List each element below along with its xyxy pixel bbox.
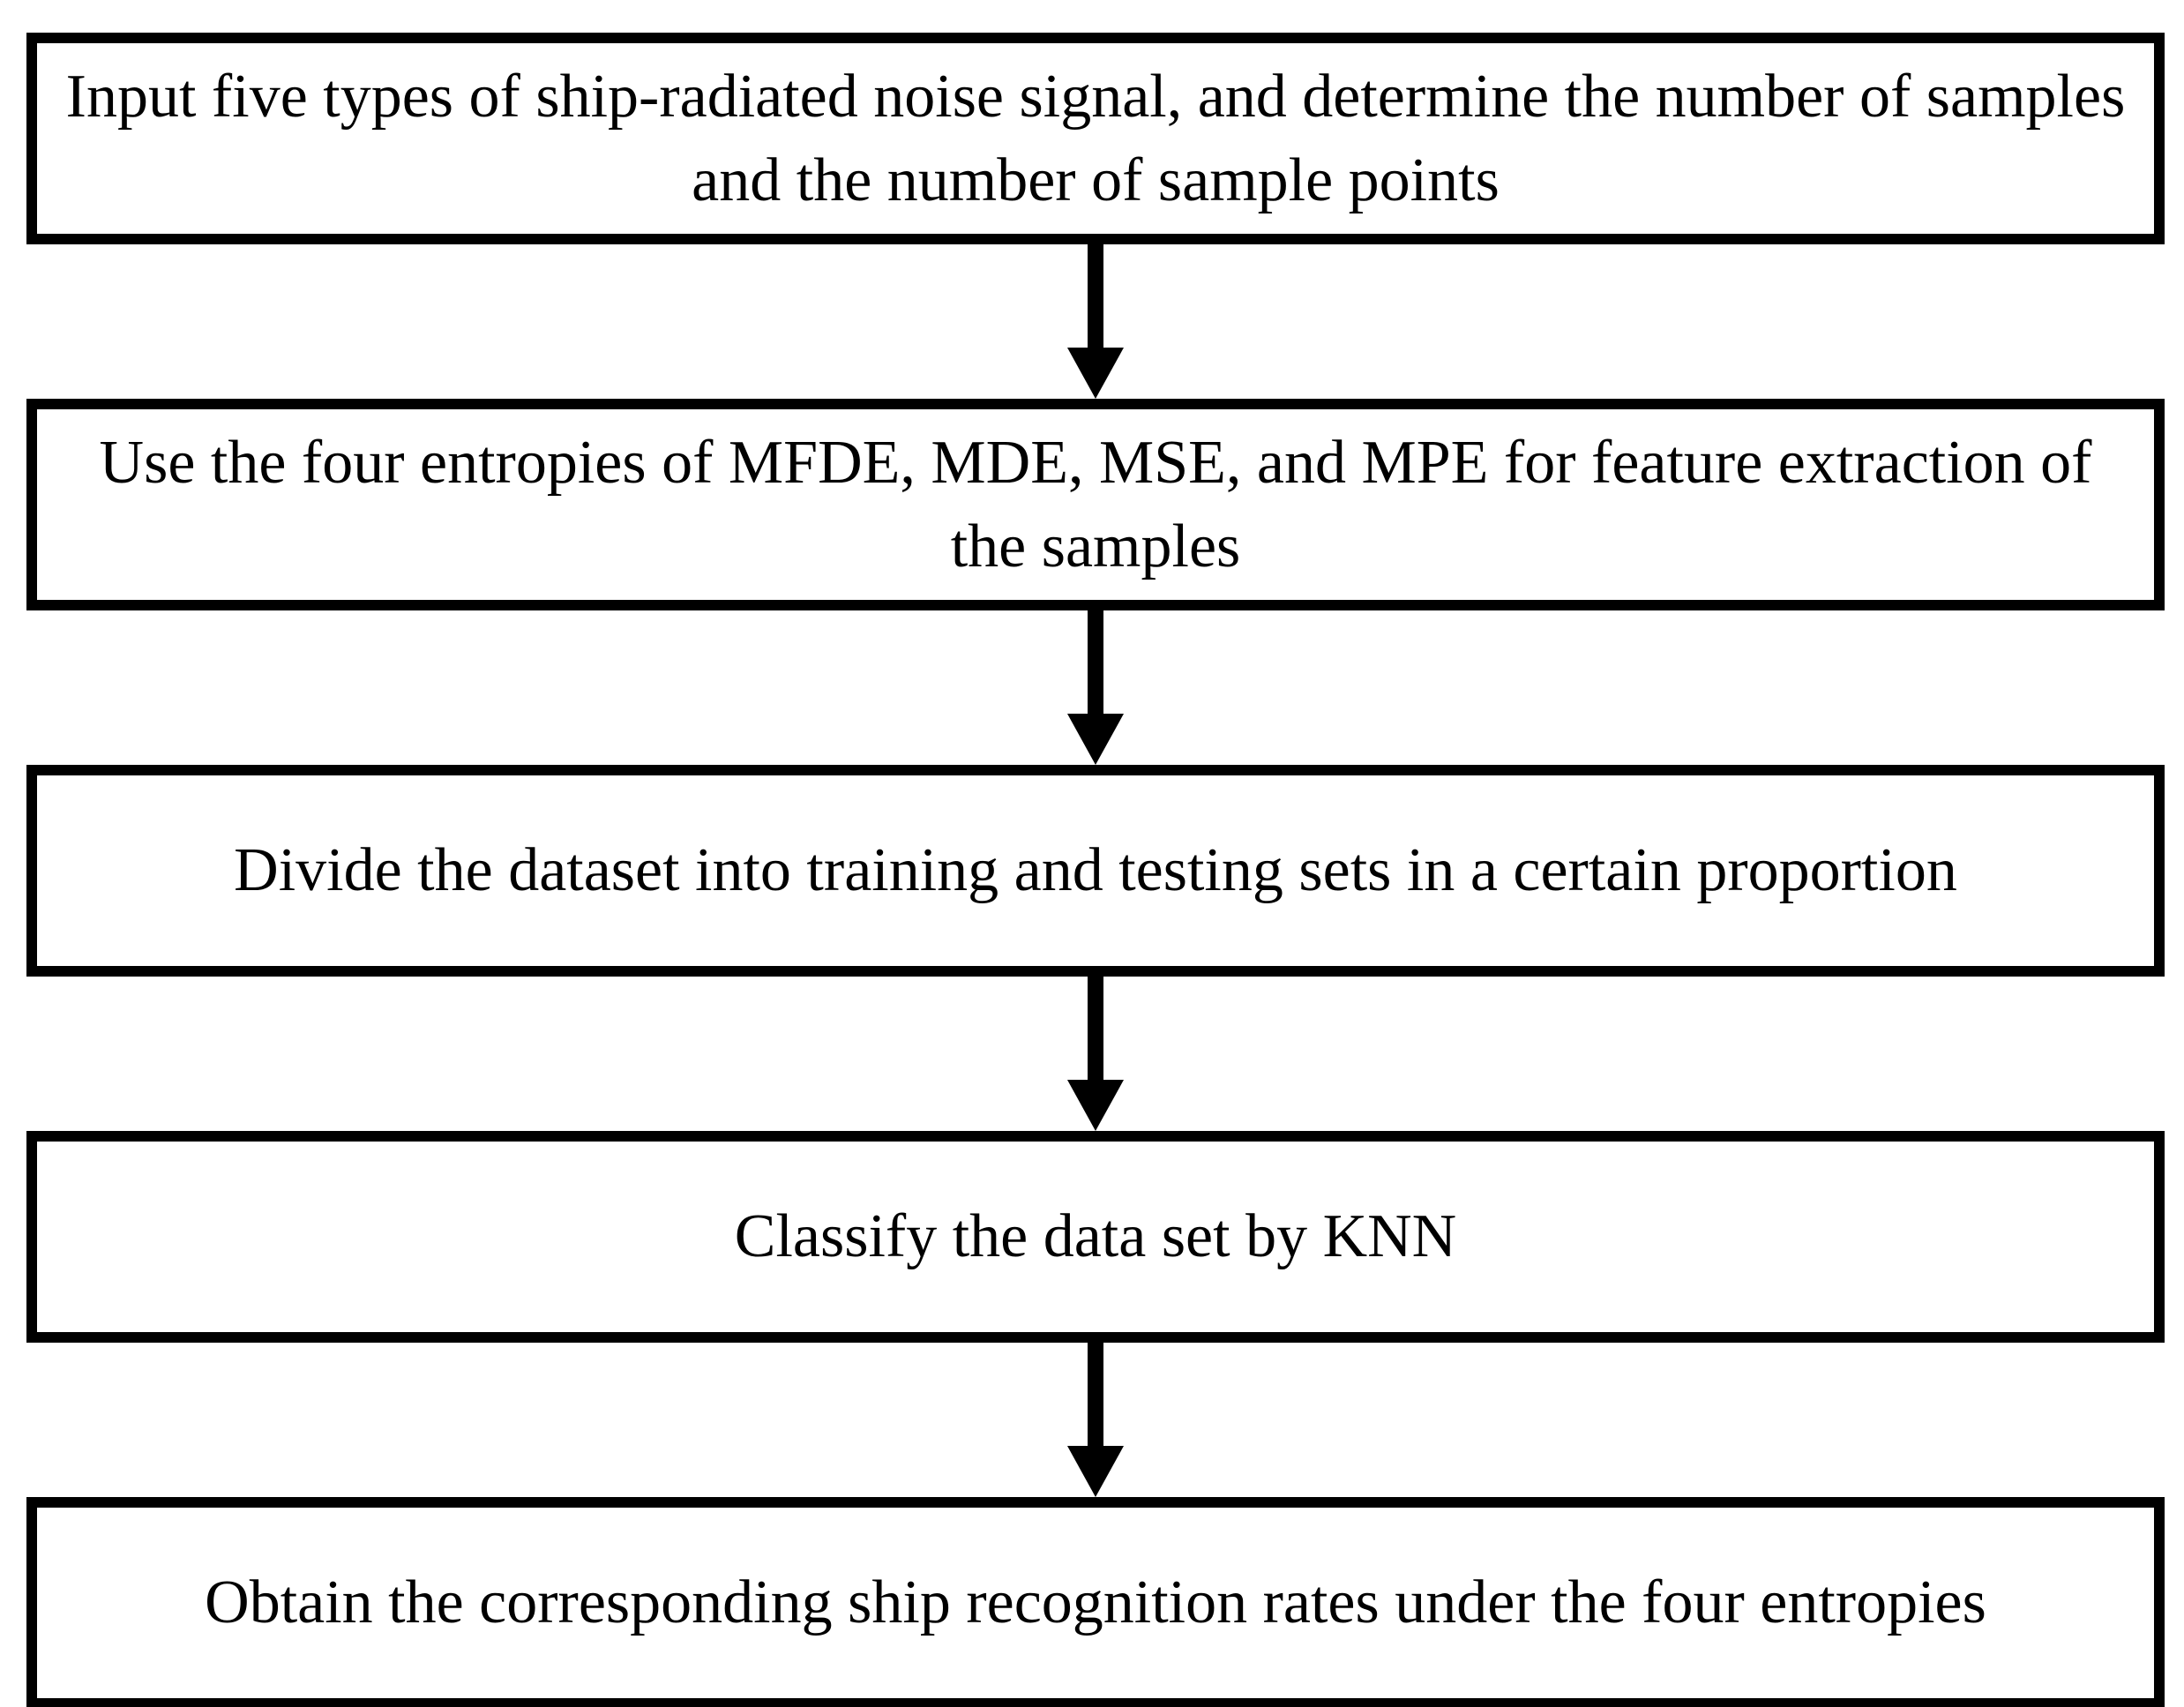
- step-text: Input five types of ship-radiated noise …: [65, 62, 2126, 214]
- step-box-feature-extraction: Use the four entropies of MFDE, MDE, MSE…: [26, 399, 2165, 610]
- arrow-stem: [1088, 244, 1103, 348]
- arrow-head-icon: [1067, 1446, 1124, 1497]
- step-text: Obtain the corresponding ship recognitio…: [205, 1568, 1986, 1637]
- step-text: Divide the dataset into training and tes…: [234, 836, 1957, 905]
- step-box-input-signals: Input five types of ship-radiated noise …: [26, 33, 2165, 244]
- arrow-head-icon: [1067, 348, 1124, 399]
- down-arrow-1: [26, 244, 2165, 399]
- down-arrow-3: [26, 977, 2165, 1131]
- arrow-stem: [1088, 977, 1103, 1080]
- flowchart: Input five types of ship-radiated noise …: [26, 33, 2165, 1707]
- step-box-recognition-rates: Obtain the corresponding ship recognitio…: [26, 1497, 2165, 1707]
- arrow-stem: [1088, 1343, 1103, 1446]
- step-box-dataset-split: Divide the dataset into training and tes…: [26, 765, 2165, 977]
- step-box-knn-classify: Classify the data set by KNN: [26, 1131, 2165, 1343]
- step-text: Classify the data set by KNN: [734, 1202, 1457, 1271]
- arrow-head-icon: [1067, 714, 1124, 765]
- step-text: Use the four entropies of MFDE, MDE, MSE…: [99, 428, 2092, 580]
- arrow-head-icon: [1067, 1080, 1124, 1131]
- down-arrow-2: [26, 610, 2165, 765]
- down-arrow-4: [26, 1343, 2165, 1497]
- arrow-stem: [1088, 610, 1103, 714]
